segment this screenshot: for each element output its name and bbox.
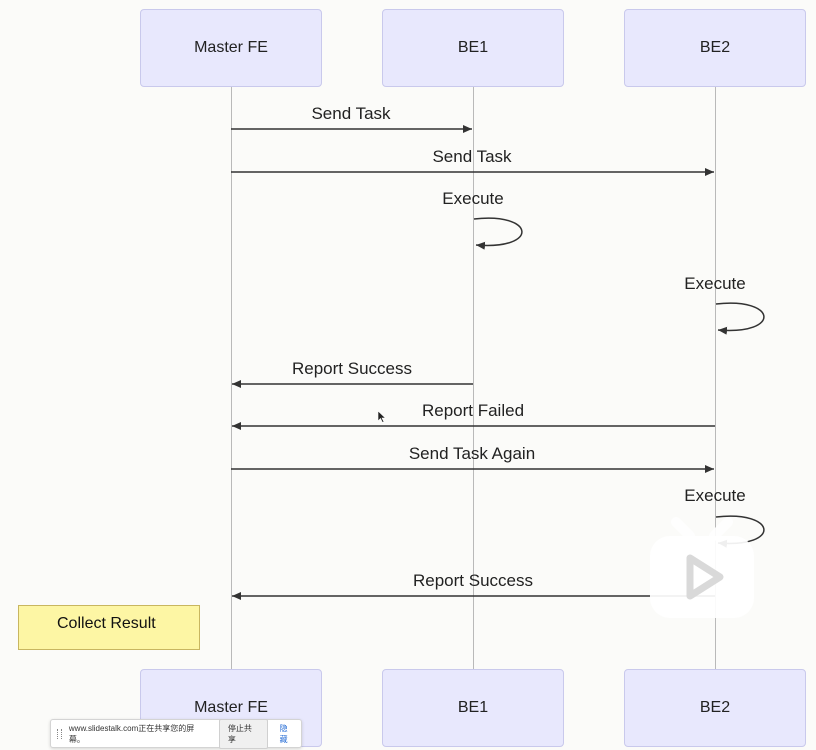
lifeline-master-fe: [231, 87, 232, 669]
lifeline-be2: [715, 87, 716, 669]
message-label-report-success-1: Report Success: [292, 359, 412, 378]
arrow-execute-be1: [473, 217, 523, 250]
drag-handle-icon[interactable]: [57, 728, 62, 739]
message-label-execute-3: Execute: [684, 486, 746, 505]
actor-be2-top: BE2: [624, 9, 806, 87]
lifeline-be1: [473, 87, 474, 669]
actor-label: BE2: [699, 699, 731, 716]
mouse-pointer-icon: [377, 410, 387, 428]
actor-label: BE1: [457, 699, 489, 716]
message-label-report-success-2: Report Success: [413, 571, 533, 590]
message-label-send-task-2: Send Task: [432, 147, 512, 166]
actor-label: BE2: [699, 39, 731, 56]
share-status-text: www.slidestalk.com正在共享您的屏幕。: [68, 723, 195, 744]
actor-label: Master FE: [194, 39, 268, 56]
actor-be1-bottom: BE1: [382, 669, 564, 747]
actor-label: BE1: [457, 39, 489, 56]
note-collect-result: Collect Result: [18, 605, 200, 650]
actor-master-fe-top: Master FE: [140, 9, 322, 87]
actor-label: Master FE: [194, 699, 268, 716]
message-label-execute-1: Execute: [442, 189, 504, 208]
screen-share-bar: www.slidestalk.com正在共享您的屏幕。 停止共享 隐藏: [50, 718, 302, 749]
message-label-send-task-1: Send Task: [311, 104, 391, 123]
arrow-execute-be2: [715, 302, 765, 335]
hide-link[interactable]: 隐藏: [279, 723, 288, 744]
actor-be1-top: BE1: [382, 9, 564, 87]
message-label-execute-2: Execute: [684, 274, 746, 293]
video-play-icon: [644, 514, 760, 627]
stop-sharing-button[interactable]: 停止共享: [218, 718, 268, 749]
message-label-report-failed: Report Failed: [421, 401, 525, 420]
message-label-send-task-again: Send Task Again: [408, 444, 536, 463]
actor-be2-bottom: BE2: [624, 669, 806, 747]
